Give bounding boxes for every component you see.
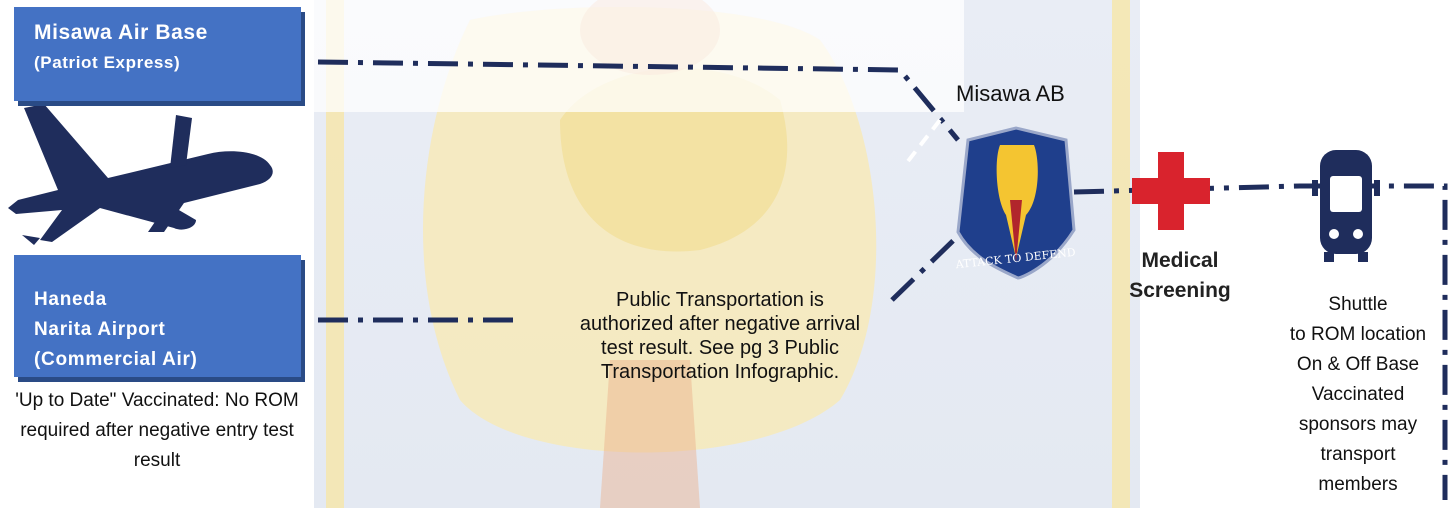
shuttle-label-line: Vaccinated xyxy=(1268,380,1448,410)
vaccinated-note-line: 'Up to Date" Vaccinated: No ROM xyxy=(0,386,314,416)
shuttle-label-line: sponsors may xyxy=(1268,410,1448,440)
airplane-icon xyxy=(8,104,273,245)
vaccinated-note-line: result xyxy=(0,446,314,476)
wing-emblem-icon: ATTACK TO DEFEND xyxy=(954,128,1076,278)
origin-haneda-line3: (Commercial Air) xyxy=(34,345,301,375)
medical-cross-icon xyxy=(1132,152,1210,230)
origin-misawa-subtitle: (Patriot Express) xyxy=(34,53,301,73)
shuttle-label-line: to ROM location xyxy=(1268,320,1448,350)
misawa-ab-label: Misawa AB xyxy=(956,81,1065,107)
bus-icon xyxy=(1312,150,1380,262)
origin-misawa-air-base: Misawa Air Base (Patriot Express) xyxy=(14,7,301,101)
public-transport-line: Transportation Infographic. xyxy=(540,360,900,384)
medical-screening-label: Medical Screening xyxy=(1120,246,1240,306)
origin-haneda-line1: Haneda xyxy=(34,285,301,315)
public-transport-line: authorized after negative arrival xyxy=(540,312,900,336)
vaccinated-note: 'Up to Date" Vaccinated: No ROM required… xyxy=(0,386,314,476)
shuttle-label-line: Shuttle xyxy=(1268,290,1448,320)
origin-haneda-narita: Haneda Narita Airport (Commercial Air) xyxy=(14,255,301,377)
public-transport-note: Public Transportation is authorized afte… xyxy=(540,288,900,384)
shuttle-label-line: members xyxy=(1268,470,1448,500)
shuttle-label-line: On & Off Base xyxy=(1268,350,1448,380)
shuttle-label-line: transport xyxy=(1268,440,1448,470)
medical-label-line: Medical xyxy=(1120,246,1240,276)
connector-public-transport xyxy=(892,236,958,300)
shuttle-label: Shuttle to ROM location On & Off Base Va… xyxy=(1268,290,1448,500)
medical-label-line: Screening xyxy=(1120,276,1240,306)
vaccinated-note-line: required after negative entry test xyxy=(0,416,314,446)
connector-misawa xyxy=(318,62,958,140)
public-transport-line: Public Transportation is xyxy=(540,288,900,312)
origin-misawa-title: Misawa Air Base xyxy=(34,21,301,45)
public-transport-line: test result. See pg 3 Public xyxy=(540,336,900,360)
origin-haneda-line2: Narita Airport xyxy=(34,315,301,345)
